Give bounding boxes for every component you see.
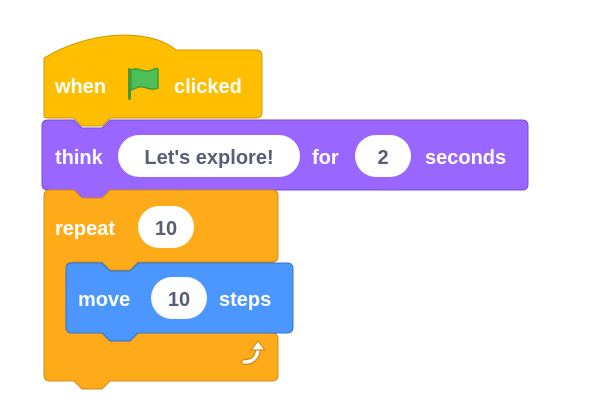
repeat-label: repeat	[55, 218, 115, 240]
when-flag-clicked-block[interactable]: when clicked	[43, 34, 263, 127]
move-label: move	[78, 289, 130, 311]
think-label: think	[55, 147, 104, 169]
move-steps-text: 10	[168, 289, 190, 311]
repeat-block[interactable]: repeat 10	[43, 189, 279, 390]
when-label: when	[54, 76, 106, 98]
for-label: for	[312, 147, 339, 169]
think-message-text: Let's explore!	[144, 147, 273, 169]
repeat-times-input[interactable]	[138, 206, 194, 248]
clicked-label: clicked	[174, 76, 242, 98]
seconds-label: seconds	[425, 147, 506, 169]
think-message-input[interactable]	[118, 135, 300, 177]
move-steps-block[interactable]: move 10 steps	[65, 262, 294, 342]
steps-label: steps	[219, 289, 271, 311]
loop-arrow-icon	[241, 340, 266, 365]
think-for-seconds-block[interactable]: think Let's explore! for 2 seconds	[41, 119, 529, 199]
think-secs-input[interactable]	[355, 135, 411, 177]
think-secs-text: 2	[377, 147, 388, 169]
move-steps-input[interactable]	[151, 277, 207, 319]
green-flag-icon	[128, 67, 159, 100]
repeat-times-text: 10	[155, 218, 177, 240]
